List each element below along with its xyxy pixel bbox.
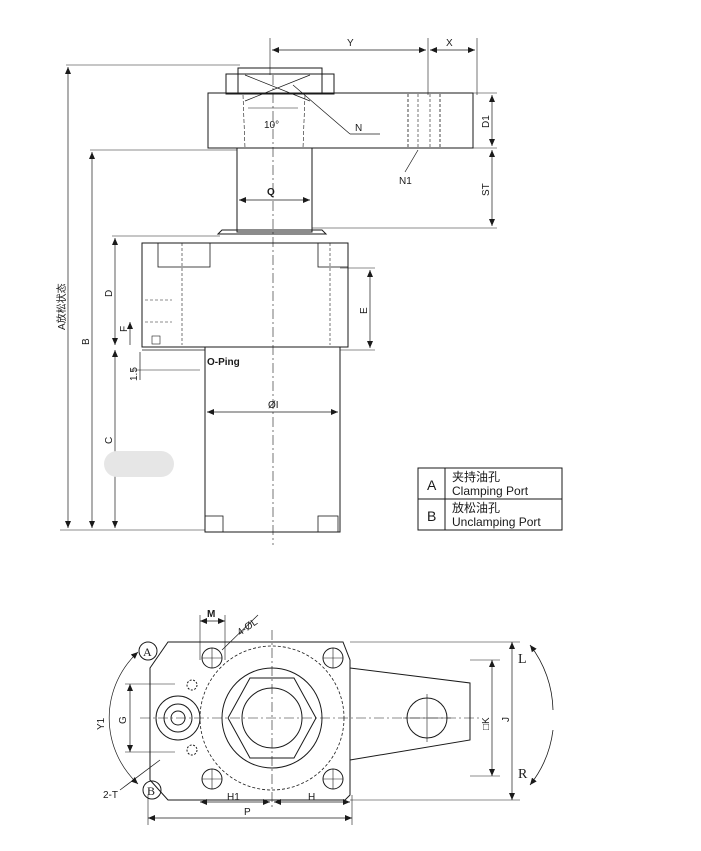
oring-label: O-Ping bbox=[207, 357, 240, 368]
legend-cn-a: 夹持油孔 bbox=[452, 469, 500, 484]
dim-y1: Y1 bbox=[96, 717, 107, 730]
dim-n1: N1 bbox=[399, 176, 412, 187]
dim-m: M bbox=[207, 609, 215, 620]
dim-a: A放松状态 bbox=[55, 283, 68, 330]
dim-h1: H1 bbox=[227, 792, 240, 803]
dim-st: ST bbox=[481, 183, 492, 196]
dim-d1: D1 bbox=[481, 115, 492, 128]
dim-1-5: 1.5 bbox=[129, 367, 140, 381]
rotation-l: L bbox=[518, 652, 527, 667]
dim-phi-i: ØI bbox=[268, 400, 279, 411]
dim-e: E bbox=[359, 307, 370, 314]
port-legend-table bbox=[417, 467, 563, 531]
legend-en-b: Unclamping Port bbox=[452, 515, 541, 529]
legend-key-a: A bbox=[427, 477, 437, 493]
port-a-label: A bbox=[143, 645, 152, 659]
watermark bbox=[104, 451, 174, 477]
dim-g: G bbox=[118, 716, 129, 724]
side-view bbox=[60, 38, 497, 545]
rotation-r: R bbox=[518, 767, 528, 782]
legend-en-a: Clamping Port bbox=[452, 484, 529, 498]
port-b-label: B bbox=[147, 784, 155, 798]
dim-2-t: 2-T bbox=[103, 790, 118, 801]
legend-cn-b: 放松油孔 bbox=[452, 500, 500, 515]
dim-h: H bbox=[308, 792, 315, 803]
top-view bbox=[108, 614, 554, 825]
dim-4-phi-l: 4-ØL bbox=[235, 616, 260, 638]
dim-k: □K bbox=[481, 717, 492, 730]
dim-y: Y bbox=[347, 38, 354, 49]
dim-f: F bbox=[119, 326, 130, 332]
dim-n: N bbox=[355, 123, 362, 134]
dim-b: B bbox=[81, 338, 92, 345]
dim-d: D bbox=[104, 290, 115, 297]
dim-c: C bbox=[104, 437, 115, 444]
legend-key-b: B bbox=[427, 508, 436, 524]
dim-q: Q bbox=[267, 187, 275, 198]
dim-x: X bbox=[446, 38, 453, 49]
dim-angle: 10° bbox=[264, 120, 279, 131]
dim-j: J bbox=[501, 717, 512, 722]
dim-p: P bbox=[244, 807, 251, 818]
